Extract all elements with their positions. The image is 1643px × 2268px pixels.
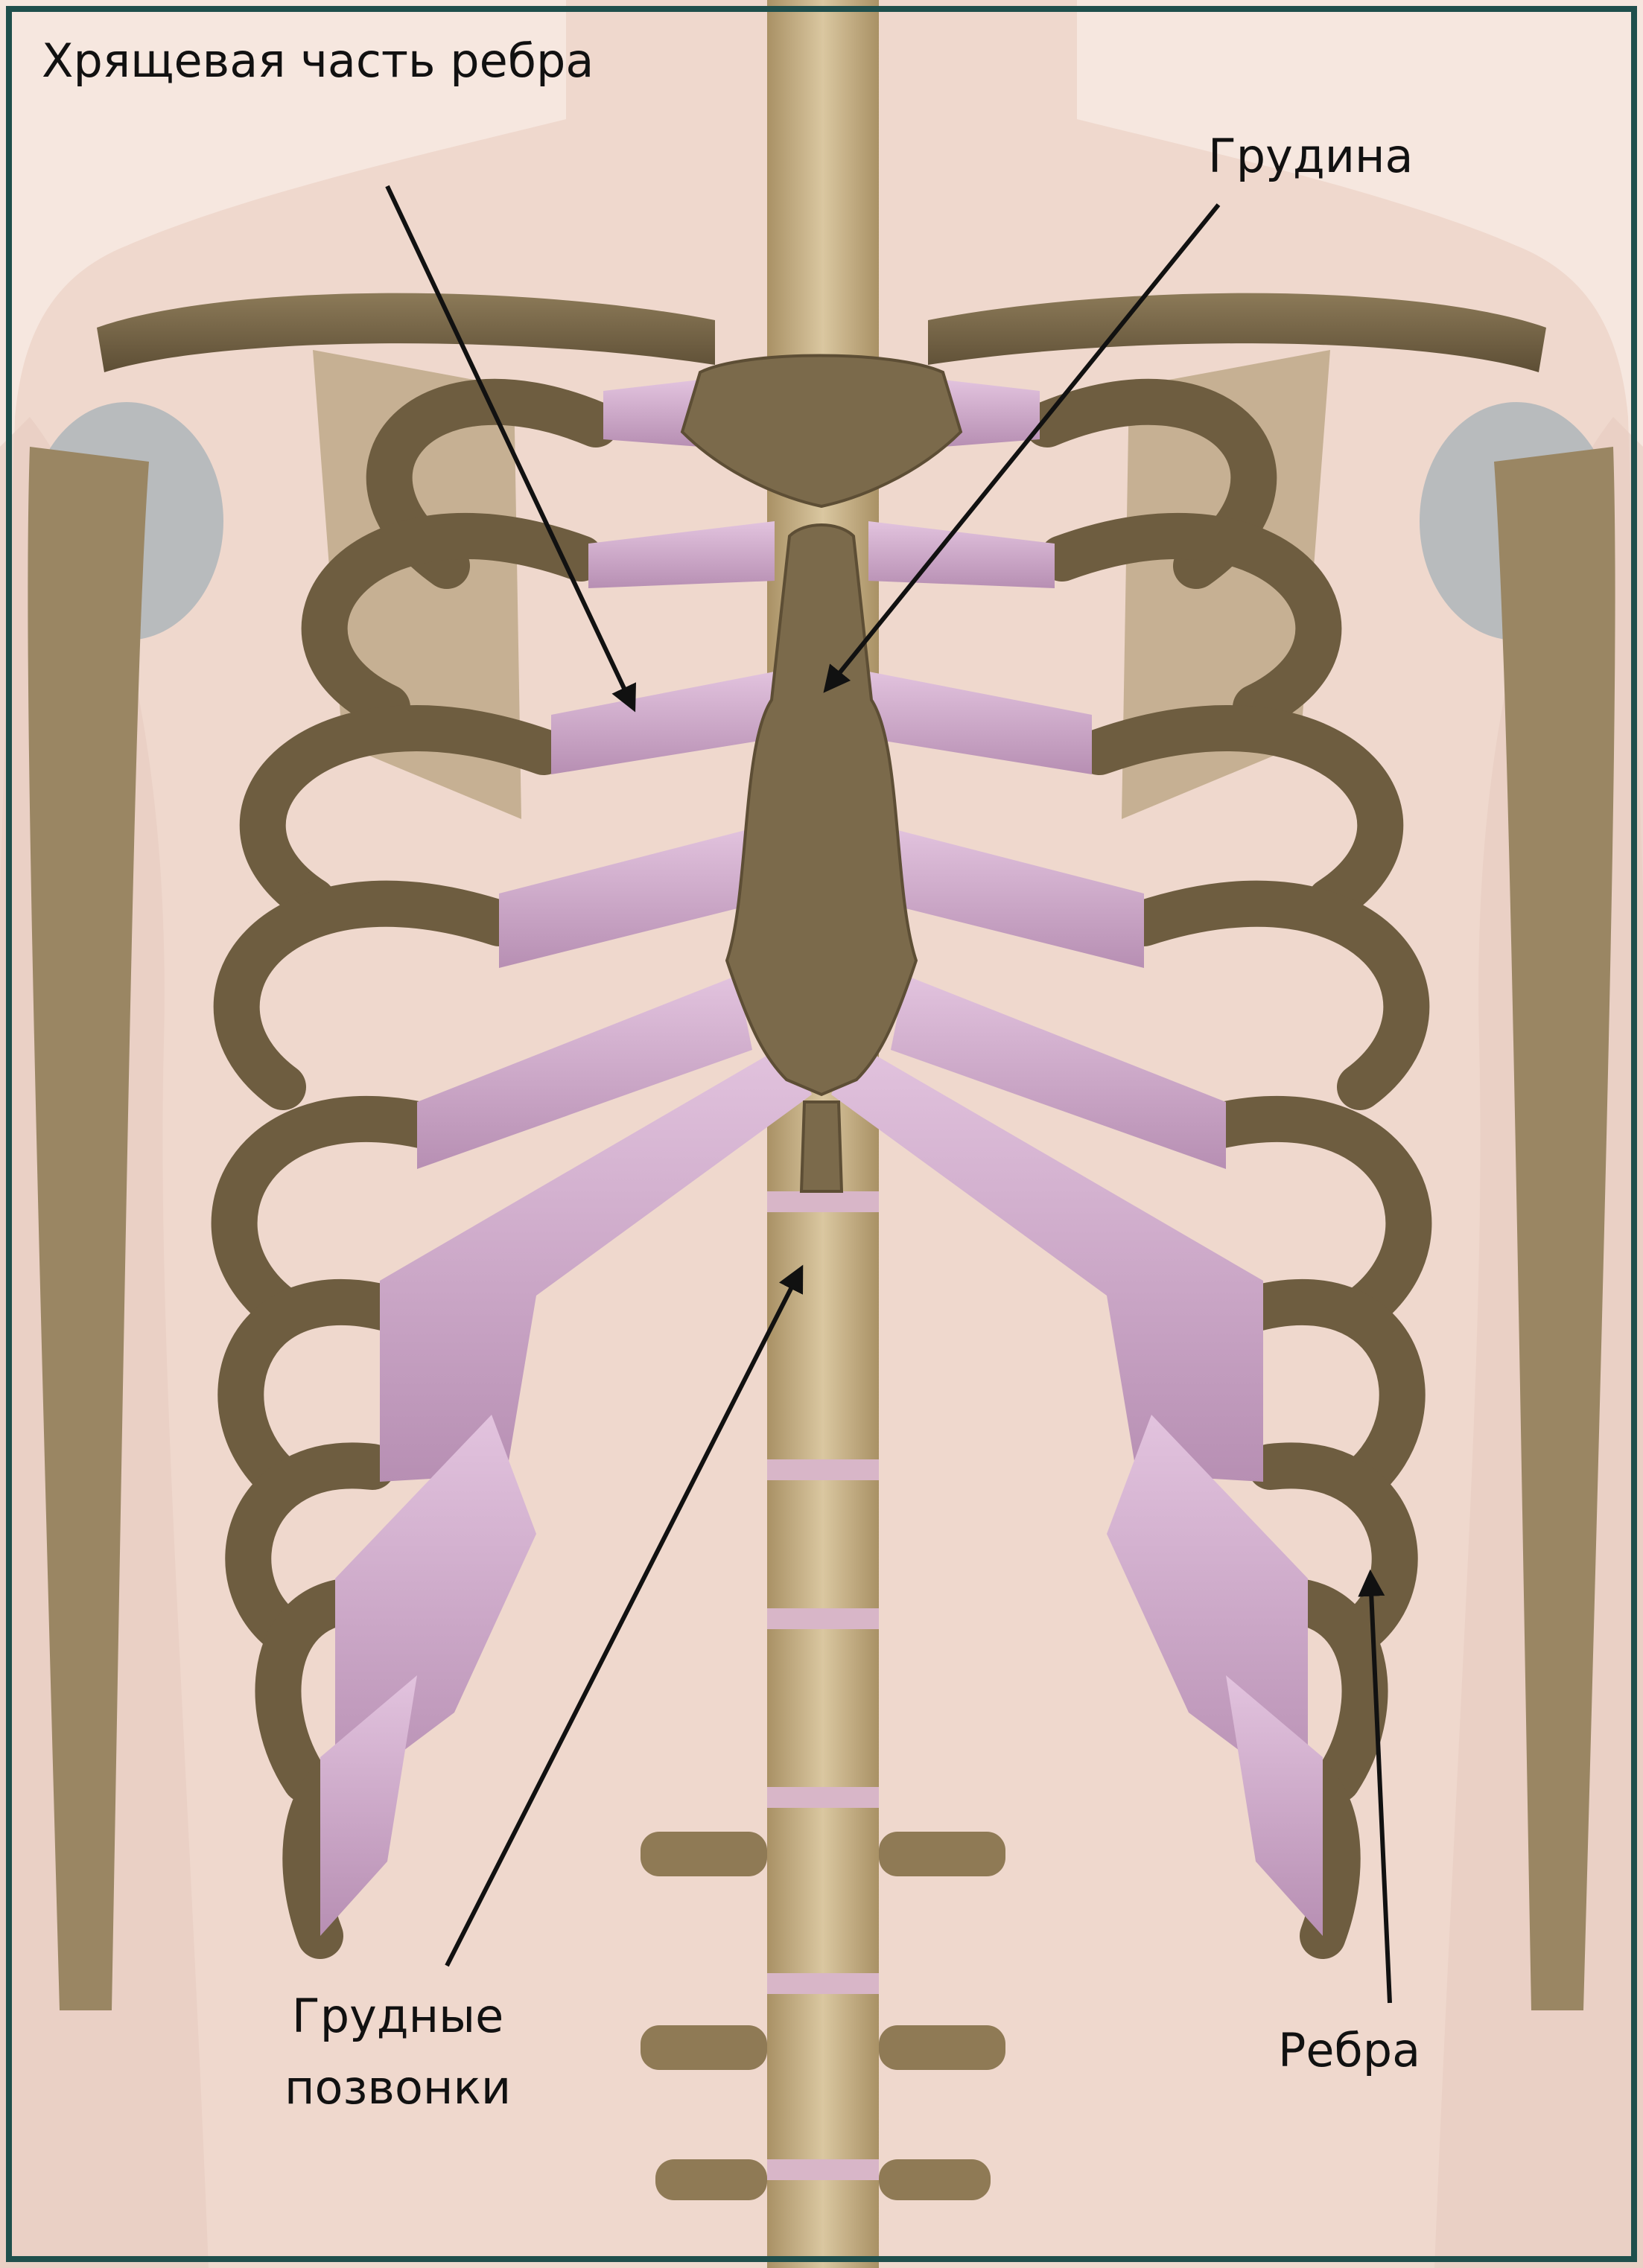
label-sternum: Грудина	[1208, 121, 1414, 192]
label-thoracic-vertebrae-line1: Грудные	[285, 1981, 511, 2052]
label-ribs: Ребра	[1278, 2015, 1420, 2086]
label-costal-cartilage: Хрящевая часть ребра	[42, 25, 594, 97]
label-thoracic-vertebrae-line2: позвонки	[285, 2052, 511, 2124]
label-thoracic-vertebrae: Грудные позвонки	[285, 1981, 511, 2124]
